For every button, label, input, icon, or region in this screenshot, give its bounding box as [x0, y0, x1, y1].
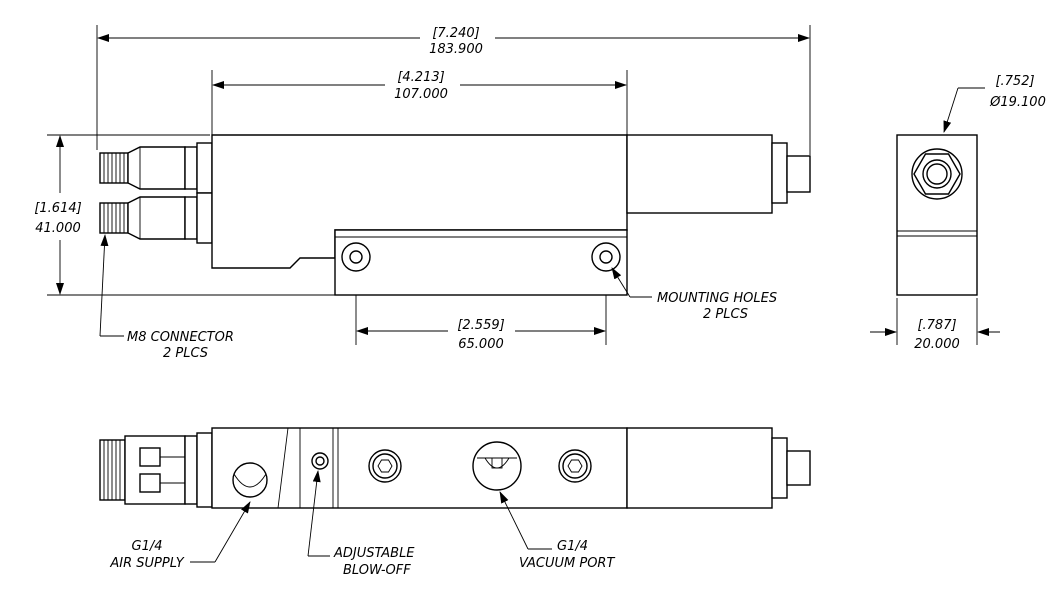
svg-text:[7.240]: [7.240] [432, 26, 479, 41]
svg-text:AIR SUPPLY: AIR SUPPLY [109, 556, 184, 571]
top-body [211, 427, 628, 509]
svg-text:107.000: 107.000 [394, 87, 448, 102]
svg-text:20.000: 20.000 [914, 337, 960, 352]
svg-text:2 PLCS: 2 PLCS [703, 307, 748, 322]
svg-text:G1/4: G1/4 [132, 539, 163, 554]
svg-text:BLOW-OFF: BLOW-OFF [343, 563, 411, 578]
svg-text:65.000: 65.000 [458, 337, 504, 352]
svg-text:[2.559]: [2.559] [457, 318, 504, 333]
dim-hole-spacing: [2.559] 65.000 [356, 318, 606, 352]
end-cap [771, 142, 788, 204]
dim-body-length: [4.213] 107.000 [212, 70, 627, 102]
blow-off-screw [311, 452, 329, 470]
mounting-hole-right [591, 242, 621, 272]
top-tube [626, 427, 773, 509]
callout-air-supply: G1/4 AIR SUPPLY [109, 501, 251, 571]
svg-text:2 PLCS: 2 PLCS [163, 346, 208, 361]
svg-text:41.000: 41.000 [35, 221, 81, 236]
air-supply-port [232, 462, 268, 498]
dim-height: [1.614] 41.000 [34, 135, 82, 295]
svg-text:[.752]: [.752] [995, 74, 1034, 89]
hex-screw-left [368, 449, 402, 483]
top-view: G1/4 AIR SUPPLY ADJUSTABLE BLOW-OFF G1/4… [99, 427, 811, 578]
callout-mounting-holes: MOUNTING HOLES 2 PLCS [611, 267, 777, 322]
svg-text:[4.213]: [4.213] [397, 70, 444, 85]
dim-overall-length: [7.240] 183.900 [97, 26, 810, 57]
front-view: [7.240] 183.900 [4.213] 107.000 [1.614] … [34, 25, 811, 361]
svg-text:MOUNTING HOLES: MOUNTING HOLES [657, 291, 777, 306]
end-view: [.787] 20.000 [.752] Ø19.100 [870, 74, 1046, 352]
mounting-base [334, 229, 628, 296]
m8-connector-bottom [99, 192, 213, 244]
svg-text:ADJUSTABLE: ADJUSTABLE [333, 546, 415, 561]
mounting-hole-left [341, 242, 371, 272]
svg-text:G1/4: G1/4 [557, 539, 588, 554]
hex-fitting [913, 153, 961, 195]
dim-width: [.787] 20.000 [870, 318, 1000, 352]
callout-vacuum-port: G1/4 VACUUM PORT [499, 491, 615, 571]
callout-blow-off: ADJUSTABLE BLOW-OFF [307, 470, 415, 578]
vacuum-port [472, 441, 522, 491]
svg-text:Ø19.100: Ø19.100 [989, 95, 1046, 110]
callout-m8-connector: M8 CONNECTOR 2 PLCS [99, 234, 234, 361]
top-connector [99, 432, 213, 508]
hex-screw-right [558, 449, 592, 483]
svg-text:183.900: 183.900 [429, 42, 483, 57]
m8-connector-top [99, 142, 213, 194]
svg-text:[.787]: [.787] [917, 318, 956, 333]
svg-text:VACUUM PORT: VACUUM PORT [519, 556, 615, 571]
end-nipple [786, 155, 811, 193]
svg-text:[1.614]: [1.614] [34, 201, 81, 216]
dim-diameter: [.752] Ø19.100 [943, 74, 1046, 133]
svg-text:M8 CONNECTOR: M8 CONNECTOR [127, 330, 234, 345]
silencer-tube [626, 134, 773, 214]
